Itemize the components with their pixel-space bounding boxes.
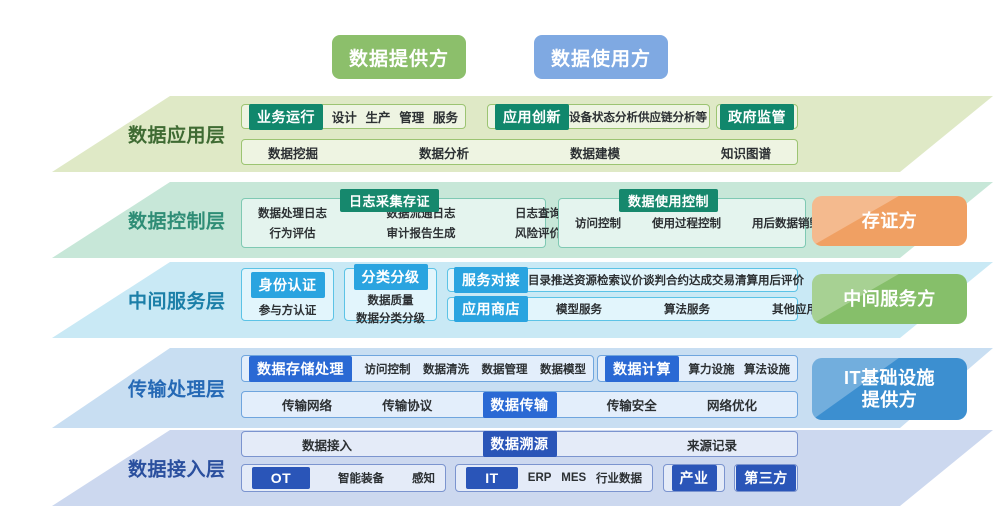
caption-data-usage-control: 数据使用控制 xyxy=(619,189,719,212)
transmission-bottom-row[interactable]: 传输网络 传输协议 数据传输 传输安全 网络优化 xyxy=(241,391,798,418)
item-data-access: 数据接入 xyxy=(302,438,353,453)
item-production: 生产 xyxy=(365,111,391,125)
layer-label-application: 数据应用层 xyxy=(128,125,226,147)
pill-data-provider-label: 数据提供方 xyxy=(348,48,449,70)
item-contract-conclusion: 合约达成 xyxy=(666,275,712,287)
item-transmission-network: 传输网络 xyxy=(282,399,333,413)
item-industry-data: 行业数据 xyxy=(595,473,642,485)
item-post-use-evaluation: 用后评价 xyxy=(758,275,804,287)
tag-classification-grading: 分类分级 xyxy=(353,263,428,290)
item-algorithm-service: 算法服务 xyxy=(664,304,710,316)
group-it[interactable]: IT ERP MES 行业数据 xyxy=(455,464,653,492)
access-top-row[interactable]: 数据接入 数据溯源 来源记录 xyxy=(241,431,798,457)
tag-ot: OT xyxy=(252,467,310,489)
item-data-cleaning: 数据清洗 xyxy=(423,363,469,376)
group-industry[interactable]: 产业 xyxy=(663,464,725,492)
group-business-operation[interactable]: 业务运行 设计 生产 管理 服务 xyxy=(241,103,466,130)
item-management: 管理 xyxy=(399,111,425,125)
tag-identity-authentication: 身份认证 xyxy=(250,271,325,298)
tag-data-storage-processing: 数据存储处理 xyxy=(249,355,352,382)
item-data-classification-grading: 数据分类分级 xyxy=(356,312,425,325)
item-erp: ERP xyxy=(527,472,552,484)
item-data-model: 数据模型 xyxy=(540,363,586,376)
row-app-store[interactable]: 应用商店 模型服务 算法服务 其他应用服务 xyxy=(447,296,841,322)
item-model-service: 模型服务 xyxy=(556,304,602,316)
group-government-supervision[interactable]: 政府监管 xyxy=(716,103,798,130)
item-catalog-push: 目录推送 xyxy=(528,275,574,287)
tag-data-computation: 数据计算 xyxy=(605,355,679,382)
pill-data-provider[interactable]: 数据提供方 xyxy=(332,35,466,79)
item-data-quality: 数据质量 xyxy=(367,294,414,307)
item-data-mining: 数据挖掘 xyxy=(268,146,319,161)
item-service: 服务 xyxy=(432,111,458,125)
tag-business-operation: 业务运行 xyxy=(249,103,323,130)
group-data-storage-processing[interactable]: 数据存储处理 访问控制 数据清洗 数据管理 数据模型 xyxy=(241,355,594,382)
role-badge-notary-label: 存证方 xyxy=(861,210,918,231)
item-data-processing-log: 数据处理日志 xyxy=(258,208,327,220)
tag-data-transmission: 数据传输 xyxy=(482,391,557,418)
layer-label-middle-service: 中间服务层 xyxy=(128,291,226,313)
item-data-management: 数据管理 xyxy=(481,363,528,376)
card-identity-authentication[interactable]: 身份认证 参与方认证 xyxy=(241,268,334,321)
pill-data-consumer-label: 数据使用方 xyxy=(550,48,651,70)
layer-label-access: 数据接入层 xyxy=(128,459,226,481)
item-design: 设计 xyxy=(331,111,357,125)
tag-service-docking: 服务对接 xyxy=(454,267,528,293)
group-application-innovation[interactable]: 应用创新 设备状态分析 供应链分析等 xyxy=(487,103,710,130)
item-risk-evaluation: 风险评价 xyxy=(515,228,561,240)
item-network-optimization: 网络优化 xyxy=(706,399,757,413)
tag-data-provenance: 数据溯源 xyxy=(482,431,557,457)
group-ot[interactable]: OT 智能装备 感知 xyxy=(241,464,446,492)
item-transmission-security: 传输安全 xyxy=(606,399,657,413)
group-log-collection-evidence[interactable]: 日志采集存证 数据处理日志 行为评估 数据流通日志 审计报告生成 日志查询 风险… xyxy=(241,189,561,248)
role-badge-it-infrastructure-provider-label: IT基础设施 提供方 xyxy=(844,367,935,411)
layer-label-control: 数据控制层 xyxy=(128,211,226,233)
tag-industry: 产业 xyxy=(671,465,717,491)
role-badge-middle-service-provider[interactable]: 中间服务方 xyxy=(812,274,967,324)
item-sensing: 感知 xyxy=(412,473,435,485)
item-behavior-assessment: 行为评估 xyxy=(269,228,316,240)
item-source-record: 来源记录 xyxy=(686,438,737,453)
item-equipment-status-analysis: 设备状态分析 xyxy=(569,111,638,124)
item-data-modeling: 数据建模 xyxy=(569,146,620,161)
role-badge-notary[interactable]: 存证方 xyxy=(812,196,967,246)
item-supply-chain-analysis: 供应链分析等 xyxy=(638,111,707,124)
caption-log-collection-evidence: 日志采集存证 xyxy=(340,189,440,212)
group-data-computation[interactable]: 数据计算 算力设施 算法设施 xyxy=(597,355,798,382)
role-badge-it-infrastructure-provider[interactable]: IT基础设施 提供方 xyxy=(812,358,967,420)
application-bottom-row[interactable]: 数据挖掘 数据分析 数据建模 知识图谱 xyxy=(241,139,798,165)
item-transmission-protocol: 传输协议 xyxy=(382,399,433,413)
item-computing-facility: 算力设施 xyxy=(688,363,735,376)
item-resource-retrieval: 资源检索 xyxy=(574,275,620,287)
layer-label-transmission: 传输处理层 xyxy=(128,379,226,401)
item-price-negotiation: 议价谈判 xyxy=(620,275,666,287)
item-intelligent-equipment: 智能装备 xyxy=(338,473,384,485)
group-data-usage-control[interactable]: 数据使用控制 访问控制 使用过程控制 用后数据销毁 xyxy=(558,189,821,248)
group-third-party[interactable]: 第三方 xyxy=(734,464,798,492)
item-data-analysis: 数据分析 xyxy=(418,146,469,161)
item-trans-access-control: 访问控制 xyxy=(364,363,411,376)
item-transaction-settlement: 交易清算 xyxy=(712,275,758,287)
item-usage-process-control: 使用过程控制 xyxy=(652,218,721,230)
card-classification-grading[interactable]: 分类分级 数据质量 数据分类分级 xyxy=(344,263,437,325)
item-participant-authentication: 参与方认证 xyxy=(258,304,317,317)
item-mes: MES xyxy=(561,472,587,484)
tag-government-supervision: 政府监管 xyxy=(720,103,794,130)
tag-app-store: 应用商店 xyxy=(454,296,528,322)
item-log-query: 日志查询 xyxy=(515,208,561,220)
row-service-docking[interactable]: 服务对接 目录推送 资源检索 议价谈判 合约达成 交易清算 用后评价 xyxy=(447,267,804,293)
pill-data-consumer[interactable]: 数据使用方 xyxy=(534,35,668,79)
item-access-control: 访问控制 xyxy=(575,218,621,230)
item-audit-report-generation: 审计报告生成 xyxy=(386,228,456,240)
role-badge-middle-service-provider-label: 中间服务方 xyxy=(843,288,936,309)
item-knowledge-graph: 知识图谱 xyxy=(720,146,771,161)
tag-it: IT xyxy=(466,467,518,489)
item-post-use-data-destruction: 用后数据销毁 xyxy=(752,218,821,230)
tag-third-party: 第三方 xyxy=(736,465,796,491)
item-algorithm-facility: 算法设施 xyxy=(744,363,790,376)
tag-application-innovation: 应用创新 xyxy=(495,103,569,130)
